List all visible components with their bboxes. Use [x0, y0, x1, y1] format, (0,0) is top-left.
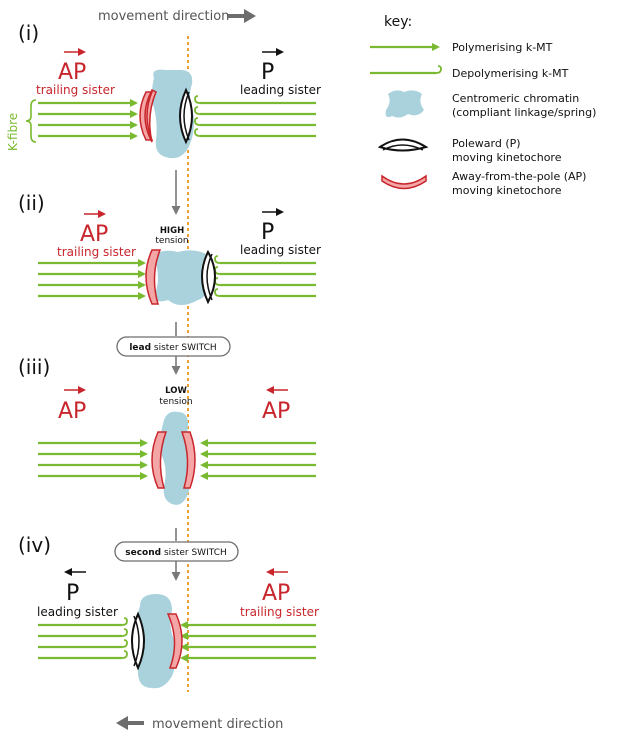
panel-ii-left-state: AP	[80, 222, 108, 247]
bottom-movement-arrow-icon	[116, 716, 144, 730]
panel-iv-label: (iv)	[18, 533, 51, 557]
panel-iv-left-role: leading sister	[37, 605, 118, 619]
panel-ii-tension: tension	[155, 236, 188, 246]
panel-ii-left-kfibre	[38, 259, 146, 300]
panel-iii-ap-kinetochore-right	[180, 431, 196, 489]
lead-switch-label: lead sister SWITCH	[129, 343, 216, 353]
kfibre-label: K-fibre	[6, 113, 20, 151]
key-poleward-line2: moving kinetochore	[452, 151, 562, 164]
panel-iv-right-role: trailing sister	[240, 605, 319, 619]
lead-switch-rest: sister SWITCH	[151, 343, 217, 353]
panel-i-left-kfibre	[38, 99, 138, 140]
panel-iii-label: (iii)	[18, 355, 50, 379]
panel-ii-right-kfibre	[214, 255, 316, 298]
second-switch-rest: sister SWITCH	[161, 548, 227, 558]
panel-ii-left-role: trailing sister	[57, 245, 136, 259]
key-poleward-kinetochore-icon	[377, 138, 429, 152]
panel-ii-p-kinetochore-inner	[206, 253, 213, 301]
panel-iii-tension-bold: LOW	[165, 386, 187, 396]
panel-i-p-kinetochore	[179, 87, 193, 145]
kfibre-brace	[25, 99, 37, 143]
panel-ii-tension-bold: HIGH	[160, 226, 184, 236]
panel-iv-left-kfibre	[38, 617, 128, 660]
panel-ii-label: (ii)	[18, 191, 45, 215]
panel-iv-left-state: P	[66, 581, 79, 606]
panel-iv-right-state: AP	[262, 581, 290, 606]
key-chromatin-icon	[385, 90, 424, 118]
key-poleward-line1: Poleward (P)	[452, 137, 521, 150]
panel-iii-left-kfibre	[38, 439, 148, 480]
key-title: key:	[384, 14, 412, 30]
panel-i-ap-kinetochore	[139, 89, 157, 143]
panel-iii-tension: tension	[159, 397, 192, 407]
panel-iv-ap-kinetochore	[166, 613, 183, 669]
key-ap-kinetochore-icon	[381, 174, 427, 190]
panel-iii-ap-kinetochore-left	[151, 431, 168, 489]
lead-switch-bold: lead	[129, 343, 151, 353]
panel-ii-chromatin	[154, 250, 206, 305]
panel-iii-right-kfibre	[200, 439, 316, 480]
panel-i-right-state: P	[261, 60, 274, 85]
key-polymerising-label: Polymerising k-MT	[452, 41, 553, 54]
panel-i-left-state: AP	[58, 60, 86, 85]
key-depolymerising-label: Depolymerising k-MT	[452, 67, 569, 80]
panel-i-label: (i)	[18, 21, 39, 45]
key-ap-line2: moving kinetochore	[452, 184, 562, 197]
panel-i-right-role: leading sister	[240, 83, 321, 97]
key-depolymerising-icon	[370, 65, 442, 75]
panel-iv-chromatin	[135, 594, 176, 689]
lead-switch-box	[116, 336, 231, 357]
panel-ii-right-role: leading sister	[240, 243, 321, 257]
key-chromatin-line1: Centromeric chromatin	[452, 92, 579, 105]
top-movement-arrow-icon	[228, 9, 256, 23]
second-switch-bold: second	[125, 548, 161, 558]
panel-i-right-kfibre	[194, 95, 316, 138]
panel-iii-right-state: AP	[262, 399, 290, 424]
panel-iii-left-state: AP	[58, 399, 86, 424]
panel-ii-right-state: P	[261, 220, 274, 245]
second-switch-label: second sister SWITCH	[125, 548, 227, 558]
key-ap-line1: Away-from-the-pole (AP)	[452, 170, 586, 183]
key-chromatin-line2: (compliant linkage/spring)	[452, 106, 596, 119]
panel-ii-ap-kinetochore	[145, 249, 162, 305]
top-movement-label: movement direction	[98, 9, 229, 24]
panel-i-p-kinetochore-inner	[183, 91, 190, 141]
panel-ii-p-kinetochore	[201, 249, 216, 305]
panel-i-left-role: trailing sister	[36, 83, 115, 97]
panel-iv-p-kinetochore-inner	[133, 615, 140, 667]
panel-iv-right-kfibre	[180, 621, 316, 662]
bottom-movement-label: movement direction	[152, 717, 283, 732]
panel-iv-p-kinetochore	[131, 611, 145, 671]
